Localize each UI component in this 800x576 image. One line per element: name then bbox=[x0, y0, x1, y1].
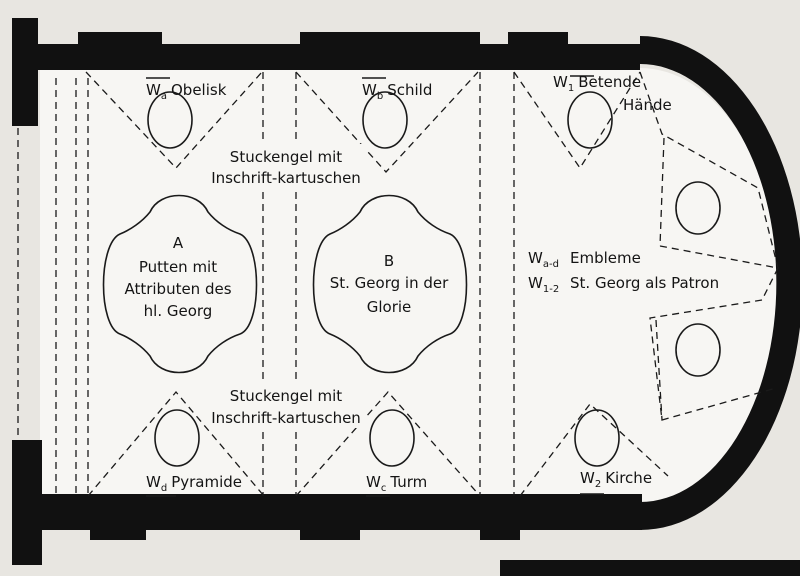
stucco-bottom-backing bbox=[210, 384, 366, 428]
medallion-apse-lower bbox=[675, 323, 721, 377]
medallion-apse-upper bbox=[675, 181, 721, 235]
apse-spoke-3 bbox=[659, 245, 779, 301]
stucco-top-line-2: Inschrift-kartuschen bbox=[211, 169, 361, 187]
stucco-bottom-line-1: Stuckengel mit bbox=[230, 387, 343, 405]
panel-b-line-2: Glorie bbox=[367, 298, 412, 316]
apse-spokes bbox=[639, 71, 779, 421]
panel-b-quatrefoil bbox=[312, 194, 468, 374]
medallions bbox=[147, 91, 721, 467]
wall-bottom-pier-3 bbox=[480, 528, 520, 540]
triangle-wa bbox=[85, 71, 263, 169]
wall-apse bbox=[640, 36, 800, 530]
top-triangles bbox=[85, 71, 641, 173]
bottom-triangles bbox=[87, 390, 669, 497]
wall-top-pier-3 bbox=[508, 32, 568, 46]
panel-b-line-1: St. Georg in der bbox=[330, 274, 449, 292]
medallion-w2 bbox=[574, 409, 620, 467]
label-w1-line-2: Hände bbox=[623, 96, 672, 114]
wall-left-upper bbox=[12, 18, 38, 126]
triangle-wc bbox=[295, 391, 481, 497]
left-bay bbox=[17, 78, 89, 498]
panel-a-line-3: hl. Georg bbox=[144, 302, 213, 320]
wall-bottom-right-edge bbox=[500, 560, 800, 576]
apse-spoke-1 bbox=[639, 71, 779, 269]
apse-spoke-2 bbox=[659, 137, 665, 247]
apse-spoke-5 bbox=[655, 319, 663, 421]
stucco-top-backing bbox=[210, 144, 366, 188]
stucco-bottom-line-2: Inschrift-kartuschen bbox=[211, 409, 361, 427]
medallion-wc bbox=[369, 409, 415, 467]
wall-bottom-pier-2 bbox=[300, 528, 360, 540]
panel-a-quatrefoil bbox=[102, 194, 258, 374]
medallion-w1 bbox=[567, 91, 613, 149]
triangle-w2 bbox=[519, 403, 669, 497]
wall-bottom bbox=[12, 494, 642, 530]
panel-a-line-2: Attributen des bbox=[124, 280, 231, 298]
wall-top bbox=[12, 44, 640, 70]
triangle-wb bbox=[295, 71, 479, 173]
medallion-wa bbox=[147, 91, 193, 149]
wall-top-pier-2 bbox=[300, 32, 480, 46]
panel-b-letter: B bbox=[384, 252, 394, 270]
label-overlines bbox=[146, 75, 604, 497]
walls bbox=[12, 18, 800, 576]
triangle-wd bbox=[87, 390, 265, 497]
medallion-wd bbox=[154, 409, 200, 467]
panel-a-line-1: Putten mit bbox=[139, 258, 217, 276]
stucco-top-line-1: Stuckengel mit bbox=[230, 148, 343, 166]
triangle-w1 bbox=[513, 71, 641, 170]
wall-top-pier-1 bbox=[78, 32, 162, 46]
wall-bottom-pier-1 bbox=[90, 528, 146, 540]
medallion-wb bbox=[362, 91, 408, 149]
panel-a-letter: A bbox=[173, 234, 184, 252]
